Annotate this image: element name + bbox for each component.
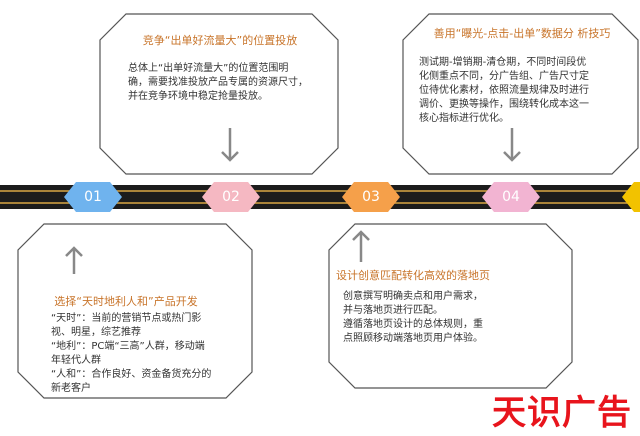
step-02: 02 — [202, 182, 260, 212]
card-bottom1-body: “天时”：当前的营销节点或热门影 视、明星，综艺推荐 “地利”：PC端“三高”人… — [51, 313, 212, 394]
card-top2-title: 善用“曝光-点击-出单”数据分 析技巧 — [433, 27, 611, 40]
card-bottom1-outline — [17, 223, 253, 399]
svg-text:03: 03 — [362, 189, 380, 205]
svg-text:01: 01 — [84, 189, 102, 205]
card-bottom2-title: 设计创意匹配转化高效的落地页 — [336, 269, 490, 282]
arrow-down-icon — [503, 128, 521, 162]
arrow-up-icon — [352, 230, 370, 262]
step-01: 01 — [64, 182, 122, 212]
arrow-up-icon — [65, 246, 83, 274]
step-04: 04 — [482, 182, 540, 212]
step-03: 03 — [342, 182, 400, 212]
step-next-partial — [622, 182, 640, 212]
card-top1-title: 竞争“出单好流量大”的位置投放 — [142, 34, 298, 47]
brand-watermark: 天识广告 — [492, 393, 632, 433]
card-top2-body: 测试期-增销期-清仓期，不同时间段优 化侧重点不同，分广告组、广告尺寸定 位待优… — [419, 57, 589, 124]
card-top2-outline — [402, 13, 639, 175]
svg-text:02: 02 — [222, 189, 240, 205]
svg-text:04: 04 — [502, 189, 520, 205]
card-top1-outline — [99, 13, 339, 175]
card-bottom2-outline — [328, 223, 573, 389]
arrow-down-icon — [221, 128, 239, 162]
card-bottom2-body: 创意撰写明确卖点和用户需求， 并与落地页进行匹配。 遵循落地页设计的总体规则，重… — [343, 291, 483, 344]
card-bottom1-title: 选择“天时地利人和”产品开发 — [54, 295, 198, 308]
card-top1-body: 总体上“出单好流量大”的位置范围明 确，需要找准投放产品专属的资源尺寸， 并在竞… — [128, 63, 308, 102]
